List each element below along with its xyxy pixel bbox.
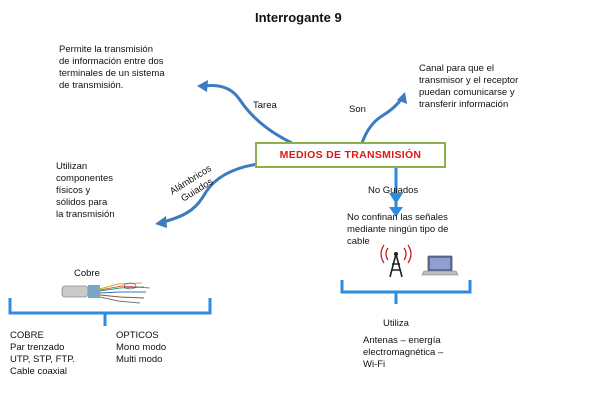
central-node: MEDIOS DE TRANSMISIÓN (255, 142, 446, 168)
opticos-types: OPTICOS Mono modo Multi modo (116, 330, 167, 365)
utiliza-link-label: Utiliza (383, 318, 409, 329)
antenas-description: Antenas – energía electromagnética – Wi-… (363, 335, 444, 370)
tarea-link-label: Tarea (253, 100, 277, 111)
cobre-types: COBRE Par trenzado UTP, STP, FTP. Cable … (10, 330, 75, 377)
antenna-icon (380, 244, 412, 278)
no-guiados-link-label: No Guiados (368, 185, 419, 196)
tarea-arrowhead (197, 80, 208, 92)
tarea-arrow (204, 84, 293, 145)
laptop-icon (421, 255, 459, 276)
no-guiados-arrowhead-2 (389, 207, 403, 217)
guiados-description: Utilizan componentes físicos y sólidos p… (56, 161, 115, 220)
antenas-bracket (340, 280, 472, 304)
son-description: Canal para que el transmisor y el recept… (419, 63, 519, 110)
son-arrowhead (397, 92, 407, 104)
guiados-arrow (162, 162, 259, 224)
no-guiados-description: No confinan las señales mediante ningún … (347, 212, 449, 247)
son-arrow (360, 97, 404, 144)
guiados-arrowhead (155, 216, 167, 228)
son-link-label: Son (349, 104, 366, 115)
cobre-label: Cobre (74, 268, 100, 279)
cobre-bracket (8, 298, 212, 326)
tarea-description: Permite la transmisión de información en… (59, 44, 165, 91)
diagram-title: Interrogante 9 (255, 10, 342, 25)
cable-illustration (61, 282, 151, 304)
